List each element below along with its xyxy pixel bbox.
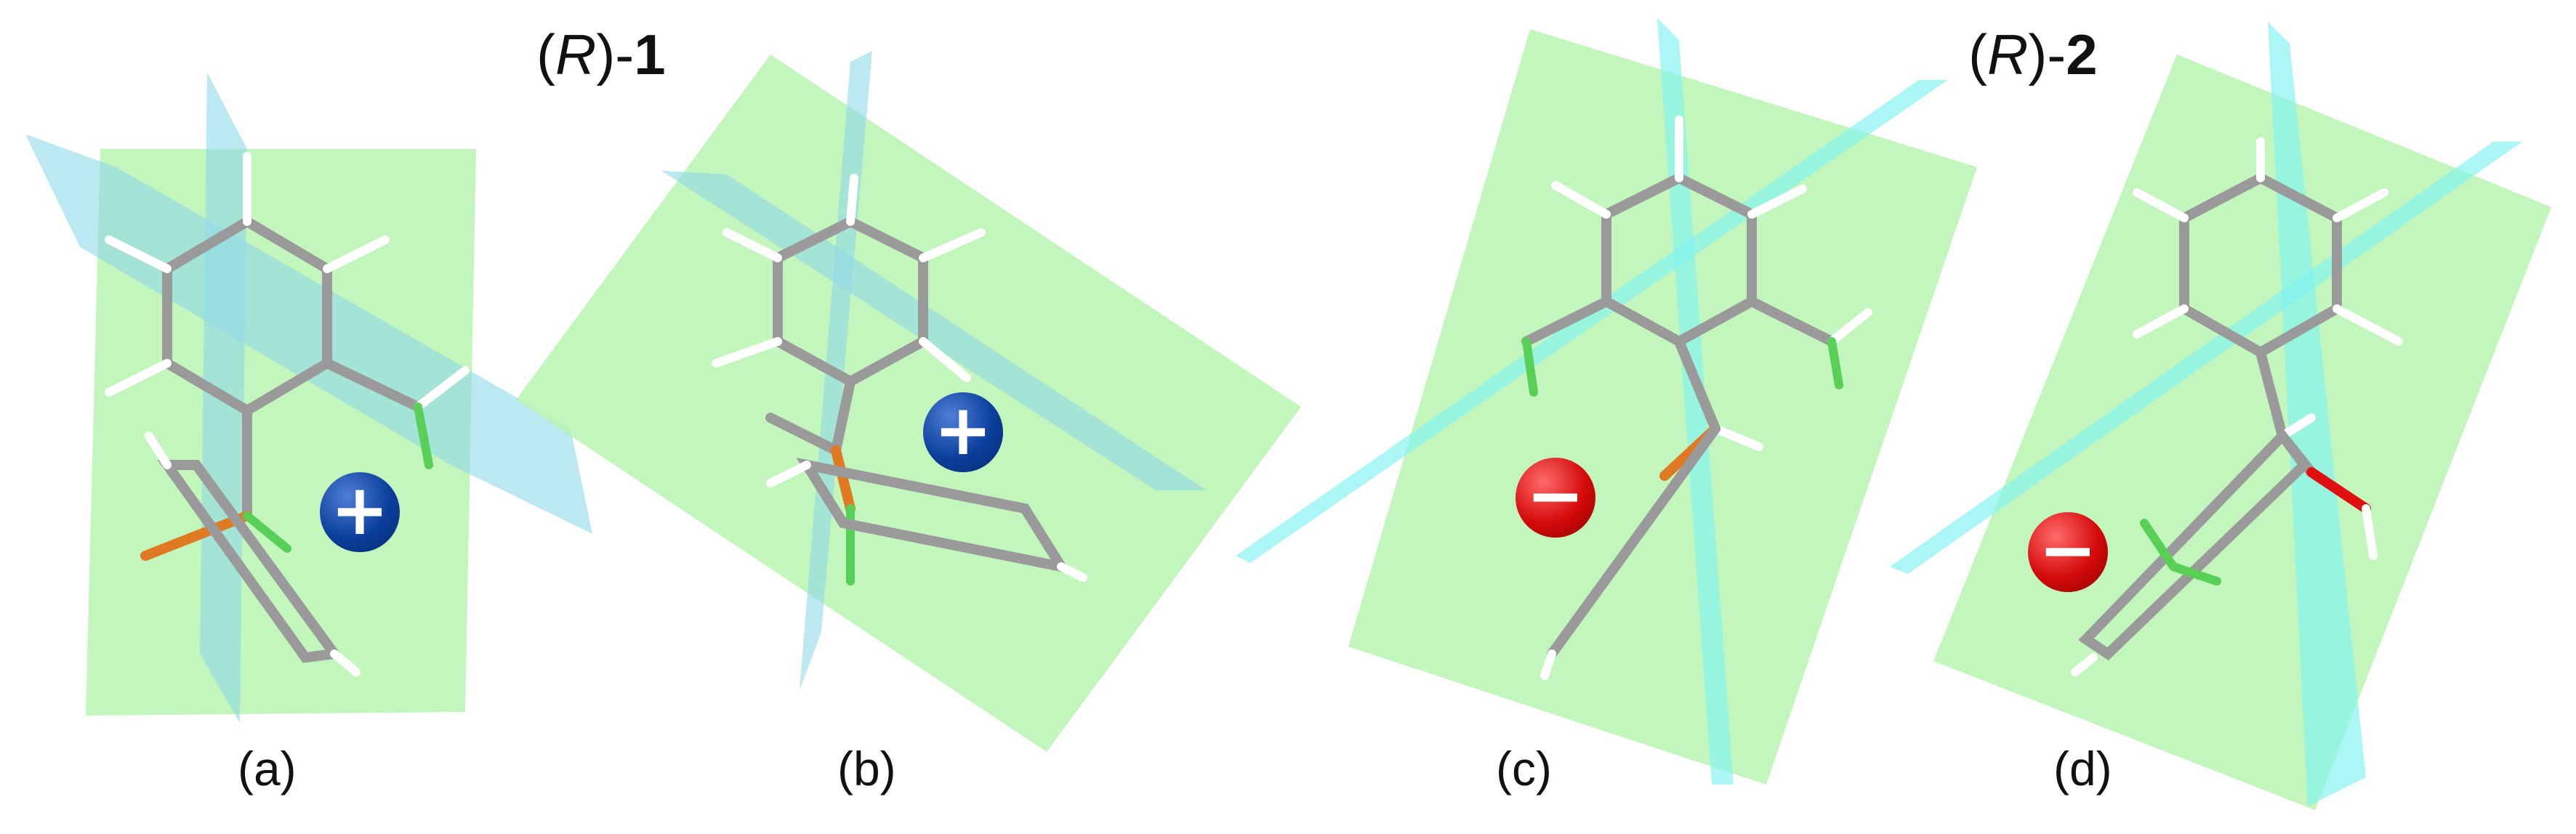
panel-c-sign: − xyxy=(1526,455,1585,536)
panel-d-negative-badge: − xyxy=(2028,512,2108,592)
panel-c-molecule xyxy=(1521,116,1872,680)
panel-a-sign: + xyxy=(330,469,390,551)
title-r2-prefix: ( xyxy=(1968,23,1987,86)
panel-c-label: (c) xyxy=(1496,742,1552,795)
panel-c-cyan-plane-vertical xyxy=(1657,18,1734,785)
panel-a-blue-plane-diagonal xyxy=(25,134,592,534)
title-r1: (R)-1 xyxy=(536,22,666,88)
panel-c xyxy=(1236,18,1977,785)
panel-d xyxy=(1890,22,2551,810)
title-r2-suffix: )- xyxy=(2028,23,2066,86)
panel-a xyxy=(25,73,592,723)
panel-b-label: (b) xyxy=(837,742,896,795)
title-r1-prefix: ( xyxy=(536,23,555,86)
panel-b-sign: + xyxy=(933,389,993,471)
panel-d-green-plane xyxy=(1933,54,2551,810)
title-r2-italic: R xyxy=(1987,23,2029,86)
panel-b-positive-badge: + xyxy=(923,392,1003,472)
title-r2: (R)-2 xyxy=(1968,22,2098,88)
panel-c-negative-badge: − xyxy=(1516,458,1595,538)
title-r2-number: 2 xyxy=(2066,23,2098,86)
title-r1-italic: R xyxy=(555,23,597,86)
panel-a-label: (a) xyxy=(238,742,297,795)
title-r1-suffix: )- xyxy=(596,23,635,86)
panel-a-molecule xyxy=(105,152,470,676)
panel-d-molecule xyxy=(2071,137,2403,676)
panel-d-cyan-plane-vertical xyxy=(2268,22,2366,806)
panel-d-label: (d) xyxy=(2053,742,2112,795)
panel-c-green-plane xyxy=(1348,29,1977,785)
panel-b-green-plane xyxy=(516,54,1301,752)
panel-a-positive-badge: + xyxy=(320,472,400,552)
panel-b-molecule xyxy=(712,174,1087,586)
panel-b xyxy=(516,51,1301,752)
panel-d-cyan-plane-diagonal xyxy=(1890,142,2522,574)
title-r1-number: 1 xyxy=(634,23,666,86)
panel-d-sign: − xyxy=(2038,509,2098,591)
